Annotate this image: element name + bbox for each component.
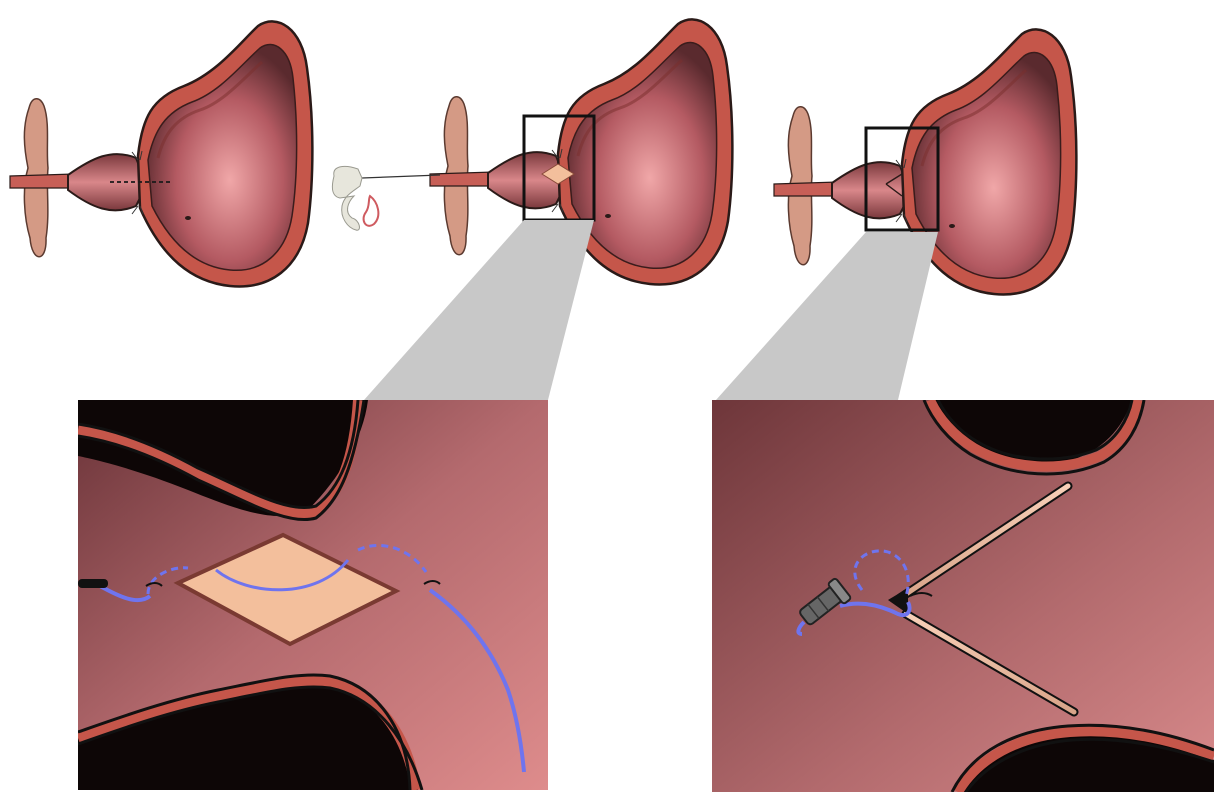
detail-incision	[712, 400, 1214, 792]
needle	[78, 579, 108, 588]
detail-graft	[78, 400, 548, 790]
